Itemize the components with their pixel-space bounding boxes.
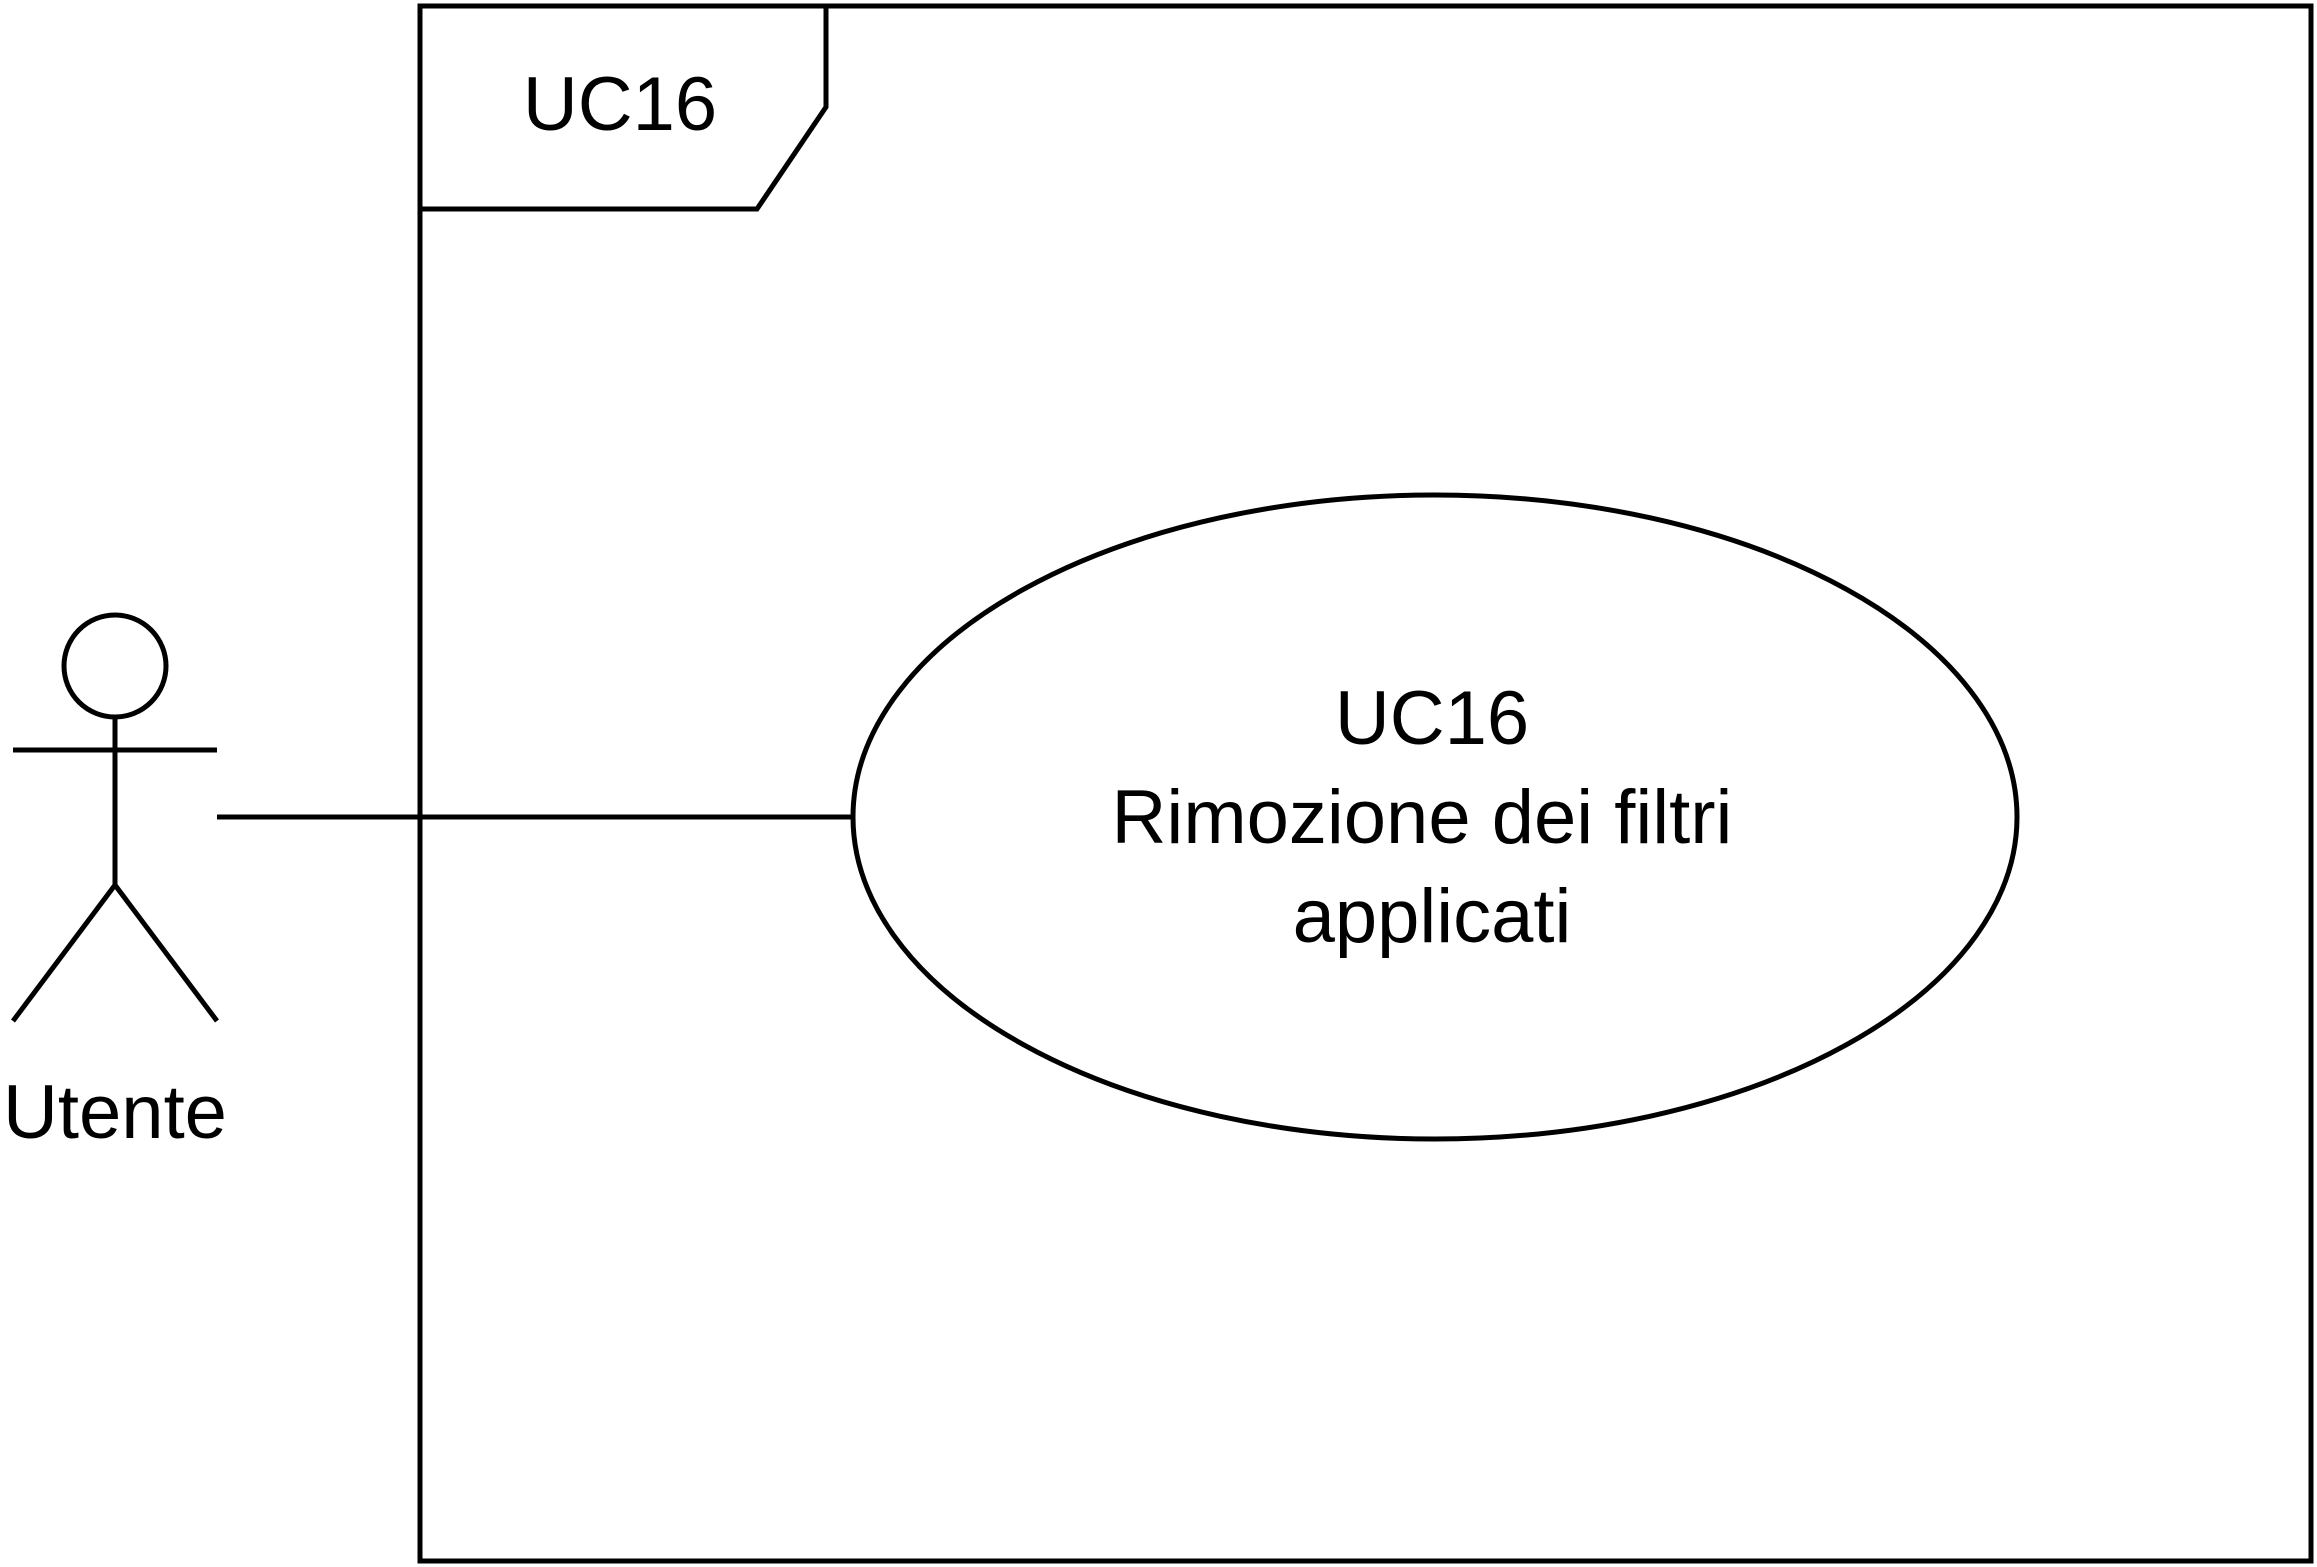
actor-utente[interactable]: Utente xyxy=(3,612,227,1155)
system-boundary-frame xyxy=(417,3,2314,1564)
actor-left-leg xyxy=(11,883,117,1023)
use-case-title-line2: applicati xyxy=(1293,874,1572,959)
use-case-title-line1: Rimozione dei filtri xyxy=(1112,775,1733,860)
use-case-id-label: UC16 xyxy=(1335,676,1529,761)
frame-name-tag xyxy=(420,6,829,212)
actor-right-leg xyxy=(113,883,219,1023)
actor-name-label: Utente xyxy=(3,1070,227,1155)
use-case-uc16[interactable]: UC16 Rimozione dei filtri applicati xyxy=(850,492,2020,1142)
use-case-ellipse xyxy=(850,492,2020,1142)
frame-name-label: UC16 xyxy=(523,62,717,147)
actor-head xyxy=(61,612,169,720)
